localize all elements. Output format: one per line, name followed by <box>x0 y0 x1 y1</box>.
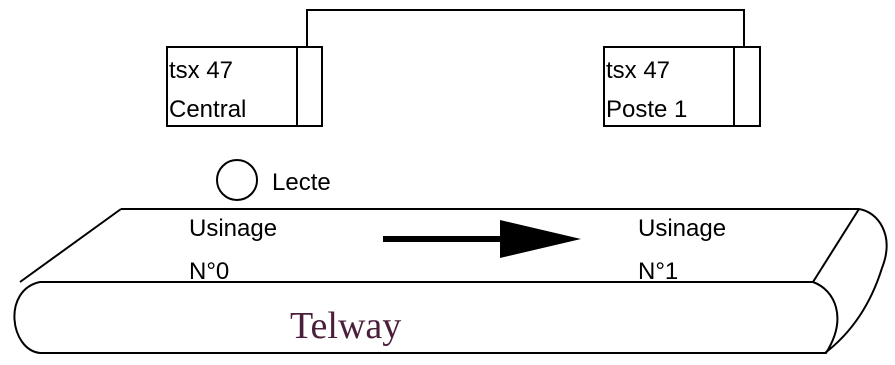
plc-poste1-model: tsx 47 <box>606 57 670 84</box>
plc-central: tsx 47 Central <box>166 46 323 127</box>
station0-number: N°0 <box>189 258 229 285</box>
plc-poste1-name: Poste 1 <box>606 96 687 123</box>
reader-label: Lecte <box>272 169 331 196</box>
plc-link-cable <box>306 9 745 47</box>
conveyor-front-band <box>13 281 839 354</box>
plc-central-name: Central <box>169 96 246 123</box>
station1-title: Usinage <box>638 215 726 242</box>
reader-circle-icon <box>216 159 258 201</box>
conveyor-right-roller-front <box>812 208 860 283</box>
network-label: Telway <box>290 305 401 347</box>
plc-poste1: tsx 47 Poste 1 <box>603 46 761 127</box>
station1-number: N°1 <box>638 258 678 285</box>
conveyor-right-roller <box>824 208 888 354</box>
flow-arrow-icon <box>383 220 581 258</box>
plc-central-model: tsx 47 <box>169 57 233 84</box>
station0-title: Usinage <box>189 215 277 242</box>
conveyor-left-slant <box>19 208 122 283</box>
